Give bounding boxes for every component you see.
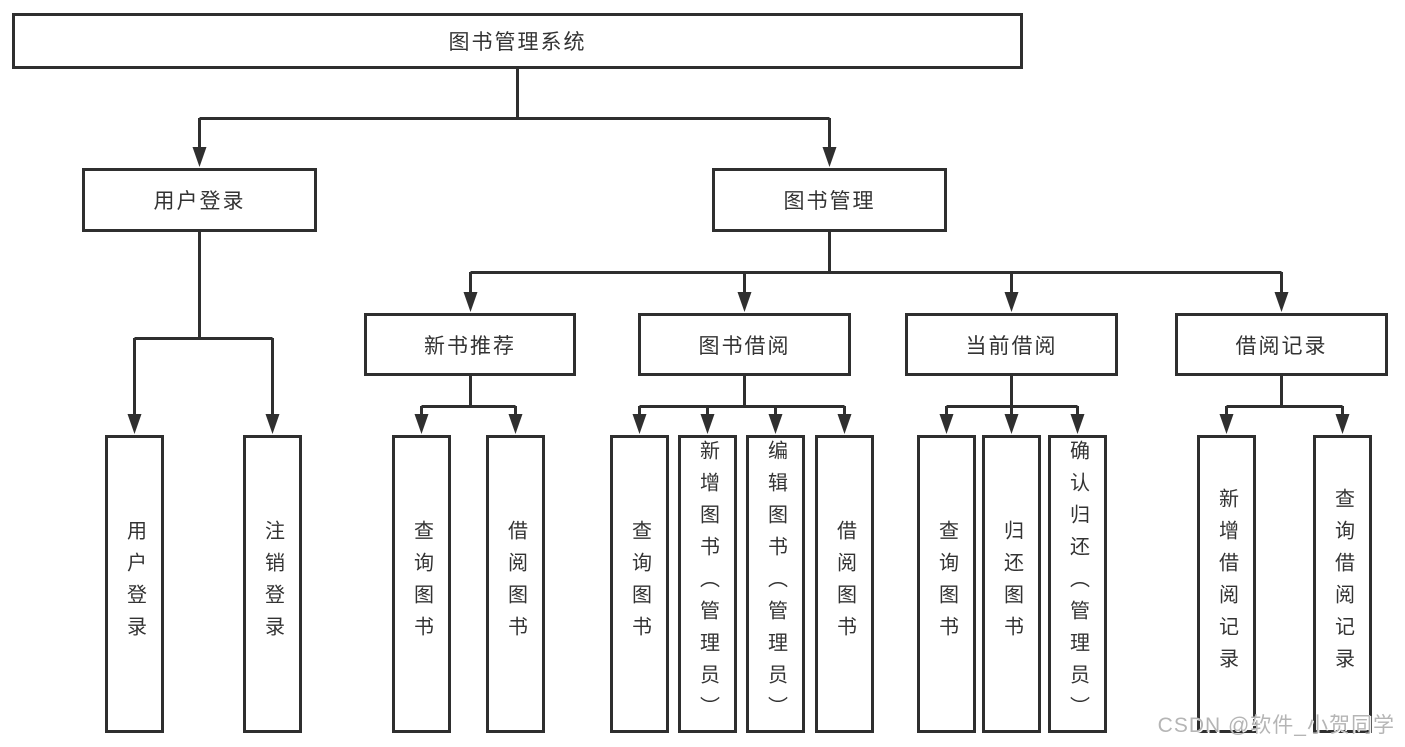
node-label: 图书管理 xyxy=(783,190,876,213)
node-label: 查询图书 xyxy=(410,520,433,648)
node-label: 当前借阅 xyxy=(965,334,1058,358)
node-user-login: 用户登录 xyxy=(82,168,317,232)
leaf-borrow-books-recommend: 借阅图书 xyxy=(486,435,545,733)
node-label: 借阅图书 xyxy=(833,520,856,648)
edge-root-to-level2 xyxy=(192,69,837,167)
node-label: 借阅图书 xyxy=(504,520,527,648)
leaf-add-borrow-record: 新增借阅记录 xyxy=(1197,435,1256,733)
leaf-edit-book-admin: 编辑图书（管理员） xyxy=(746,435,805,733)
leaf-query-books-current: 查询图书 xyxy=(917,435,976,733)
node-label: 新增借阅记录 xyxy=(1215,488,1238,680)
node-label: 新书推荐 xyxy=(424,334,516,358)
leaf-add-book-admin: 新增图书（管理员） xyxy=(678,435,737,733)
node-label: 确认归还（管理员） xyxy=(1066,440,1089,728)
node-label: 查询借阅记录 xyxy=(1331,488,1354,680)
node-current-borrowing: 当前借阅 xyxy=(905,313,1118,376)
node-label: 归还图书 xyxy=(1000,520,1023,648)
leaf-borrow-books-borrowing: 借阅图书 xyxy=(815,435,874,733)
node-label: 用户登录 xyxy=(153,190,246,213)
node-label: 编辑图书（管理员） xyxy=(764,440,787,728)
edge-user-login-children xyxy=(127,232,280,434)
node-label: 借阅记录 xyxy=(1235,334,1328,358)
leaf-confirm-return-admin: 确认归还（管理员） xyxy=(1048,435,1107,733)
edge-borrowing-records-children xyxy=(1219,376,1350,434)
edge-book-borrowing-children xyxy=(632,376,852,434)
leaf-query-books-recommend: 查询图书 xyxy=(392,435,451,733)
node-label: 查询图书 xyxy=(628,520,651,648)
node-label: 用户登录 xyxy=(123,520,146,648)
leaf-query-books-borrowing: 查询图书 xyxy=(610,435,669,733)
node-label: 新增图书（管理员） xyxy=(696,440,719,728)
leaf-return-books: 归还图书 xyxy=(982,435,1041,733)
node-label: 查询图书 xyxy=(935,520,958,648)
node-book-borrowing: 图书借阅 xyxy=(638,313,851,376)
edge-book-management-children xyxy=(463,232,1289,312)
node-label: 注销登录 xyxy=(261,520,284,648)
leaf-user-login: 用户登录 xyxy=(105,435,164,733)
node-label: 图书管理系统 xyxy=(448,31,587,54)
edge-new-book-recommend-children xyxy=(414,376,523,434)
node-root: 图书管理系统 xyxy=(12,13,1023,69)
node-book-management: 图书管理 xyxy=(712,168,947,232)
leaf-query-borrow-record: 查询借阅记录 xyxy=(1313,435,1372,733)
csdn-watermark: CSDN @软件_小贺同学 xyxy=(1157,714,1395,737)
node-borrowing-records: 借阅记录 xyxy=(1175,313,1388,376)
leaf-logout: 注销登录 xyxy=(243,435,302,733)
edge-current-borrowing-children xyxy=(939,376,1085,434)
node-new-book-recommendation: 新书推荐 xyxy=(364,313,576,376)
node-label: 图书借阅 xyxy=(698,334,791,358)
